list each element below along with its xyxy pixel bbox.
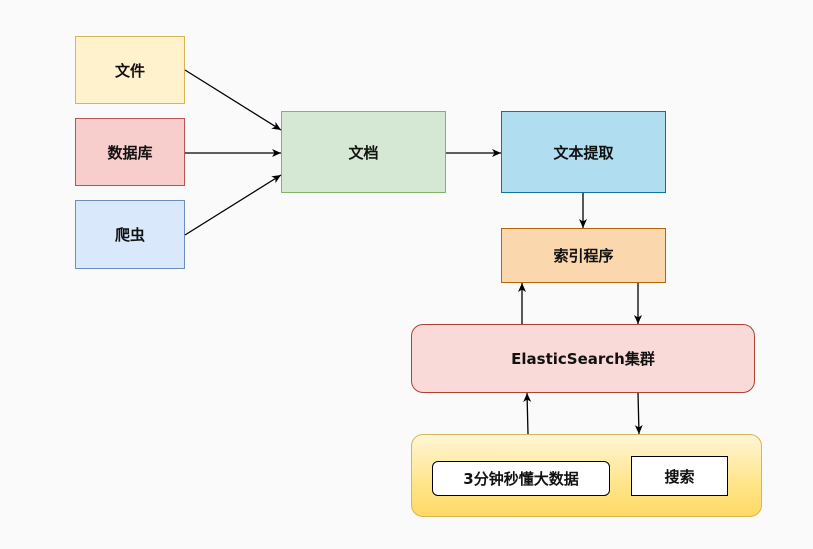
database-node: 数据库	[75, 118, 185, 186]
search-box-label: 搜索	[664, 467, 695, 486]
indexer-node-label: 索引程序	[553, 247, 614, 265]
document-node-label: 文档	[348, 143, 379, 162]
title-box: 3分钟秒懂大数据	[432, 461, 610, 496]
es-cluster-node: ElasticSearch集群	[411, 324, 755, 393]
text-extraction-node: 文本提取	[501, 111, 666, 193]
crawler-node: 爬虫	[75, 200, 185, 269]
database-node-label: 数据库	[107, 143, 153, 162]
edge-es-to-app	[634, 392, 643, 435]
file-node-label: 文件	[114, 61, 145, 80]
file-node: 文件	[75, 36, 185, 104]
edge-crawler-to-document	[184, 174, 282, 236]
es-cluster-node-label: ElasticSearch集群	[511, 350, 655, 368]
crawler-node-label: 爬虫	[114, 226, 145, 244]
search-box: 搜索	[631, 456, 728, 496]
indexer-node: 索引程序	[501, 228, 666, 283]
title-box-label: 3分钟秒懂大数据	[463, 470, 579, 488]
document-node: 文档	[281, 111, 446, 193]
text-extraction-node-label: 文本提取	[553, 143, 614, 162]
edge-file-to-document	[184, 69, 282, 131]
edge-app-to-es	[523, 392, 532, 435]
